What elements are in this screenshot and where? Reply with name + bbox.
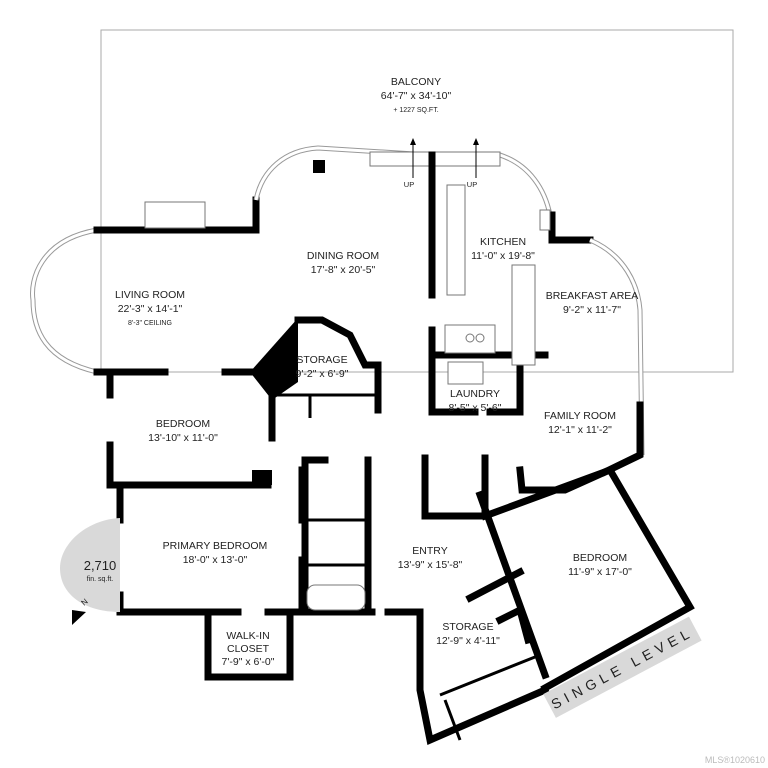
area-unit: fin. sq.ft. xyxy=(87,576,114,583)
room-name: BEDROOM xyxy=(156,418,210,430)
room-kitchen: KITCHEN 11'-0" x 19'-8" xyxy=(471,236,535,262)
room-breakfast-area: BREAKFAST AREA 9'-2" x 11'-7" xyxy=(546,290,639,316)
room-dims: 64'-7" x 34'-10" xyxy=(381,90,452,102)
stairs-up-label: UP xyxy=(404,180,414,189)
room-storage-2: STORAGE 12'-9" x 4'-11" xyxy=(436,621,500,647)
room-bedroom: BEDROOM 13'-10" x 11'-0" xyxy=(148,418,218,444)
room-name: FAMILY ROOM xyxy=(544,410,616,422)
room-name: BREAKFAST AREA xyxy=(546,290,639,302)
room-note: 8'-3" CEILING xyxy=(128,320,172,327)
balcony-outline xyxy=(100,29,734,373)
room-dims: 11'-9" x 17'-0" xyxy=(568,566,632,578)
room-name: STORAGE xyxy=(442,621,493,633)
room-name: CLOSET xyxy=(227,643,270,655)
room-name: LIVING ROOM xyxy=(115,289,185,301)
room-living-room: LIVING ROOM 22'-3" x 14'-1" 8'-3" CEILIN… xyxy=(115,289,185,327)
room-name: BEDROOM xyxy=(573,552,627,564)
room-dims: 12'-1" x 11'-2" xyxy=(548,424,612,436)
room-primary-bedroom: PRIMARY BEDROOM 18'-0" x 13'-0" xyxy=(163,540,268,566)
room-dims: 18'-0" x 13'-0" xyxy=(183,554,248,566)
room-walk-in-closet: WALK-IN CLOSET 7'-9" x 6'-0" xyxy=(222,630,275,668)
room-name: DINING ROOM xyxy=(307,250,379,262)
room-name: STORAGE xyxy=(296,354,347,366)
room-laundry: LAUNDRY 8'-5" x 5'-6" xyxy=(449,388,502,414)
stairs: UP UP xyxy=(404,138,479,189)
stairs-up-label: UP xyxy=(467,180,477,189)
room-entry: ENTRY 13'-9" x 15'-8" xyxy=(398,545,463,571)
area-value: 2,710 xyxy=(84,558,117,573)
room-dims: 9'-2" x 6'-9" xyxy=(296,368,349,380)
interior-walls xyxy=(93,151,695,745)
room-dims: 17'-8" x 20'-5" xyxy=(311,264,376,276)
area-badge: 2,710 fin. sq.ft. xyxy=(60,518,120,612)
level-label: SINGLE LEVEL xyxy=(548,624,696,713)
room-dims: 8'-5" x 5'-6" xyxy=(449,402,502,414)
room-dims: 13'-9" x 15'-8" xyxy=(398,559,463,571)
room-dims: 7'-9" x 6'-0" xyxy=(222,656,275,668)
room-note: + 1227 SQ.FT. xyxy=(393,107,438,114)
room-storage: STORAGE 9'-2" x 6'-9" xyxy=(296,354,349,380)
exterior-walls xyxy=(30,145,645,477)
room-dims: 12'-9" x 4'-11" xyxy=(436,635,500,647)
room-dining-room: DINING ROOM 17'-8" x 20'-5" xyxy=(307,250,379,276)
room-dims: 22'-3" x 14'-1" xyxy=(118,303,183,315)
room-name: WALK-IN xyxy=(226,630,269,642)
room-dims: 13'-10" x 11'-0" xyxy=(148,432,218,444)
north-label: N xyxy=(80,597,90,608)
room-name: PRIMARY BEDROOM xyxy=(163,540,268,552)
room-name: KITCHEN xyxy=(480,236,526,248)
room-name: ENTRY xyxy=(412,545,447,557)
north-arrow-icon: N xyxy=(72,597,90,625)
room-family-room: FAMILY ROOM 12'-1" x 11'-2" xyxy=(544,410,616,436)
room-name: LAUNDRY xyxy=(450,388,500,400)
room-dims: 9'-2" x 11'-7" xyxy=(563,304,621,316)
room-bedroom-2: BEDROOM 11'-9" x 17'-0" xyxy=(568,552,632,578)
room-dims: 11'-0" x 19'-8" xyxy=(471,250,535,262)
room-balcony: BALCONY 64'-7" x 34'-10" + 1227 SQ.FT. xyxy=(381,76,452,114)
room-name: BALCONY xyxy=(391,76,441,88)
watermark: MLS®1020610 xyxy=(705,755,765,765)
level-badge: SINGLE LEVEL xyxy=(543,616,702,718)
kitchen-fixtures xyxy=(444,184,536,385)
